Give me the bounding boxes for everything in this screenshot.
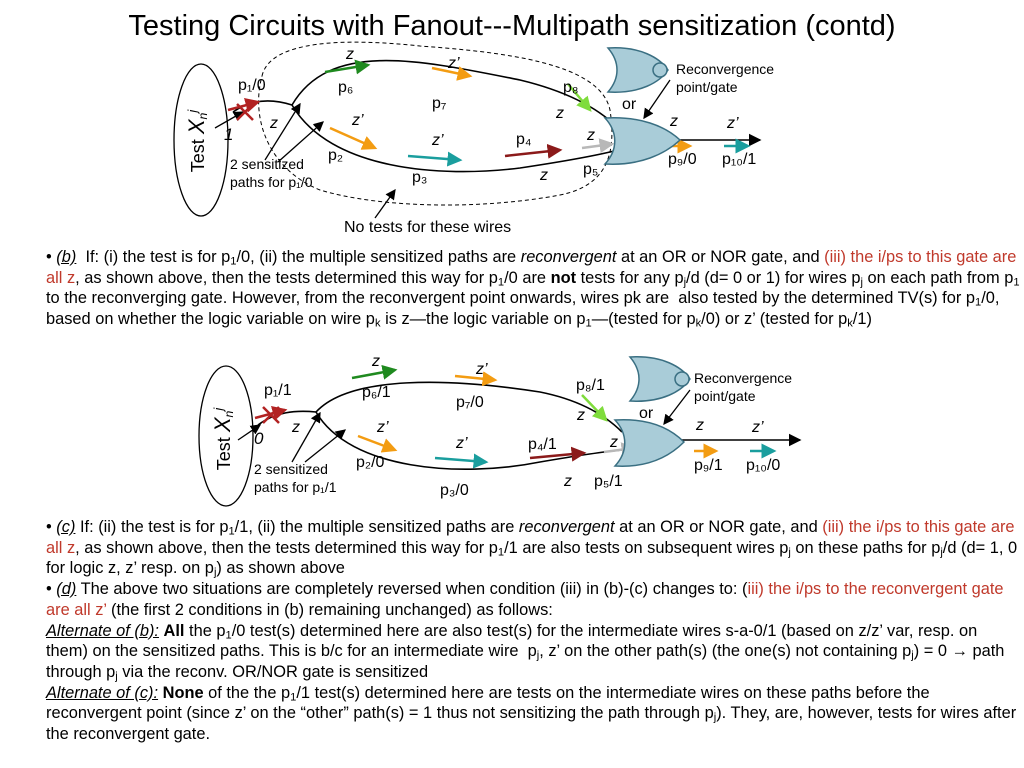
paragraph-b: • (b) If: (i) the test is for p1/0, (ii)… <box>46 248 1020 330</box>
p8-label-2: p₈/1 <box>576 377 605 394</box>
fault-label: p₁/0 <box>238 77 266 94</box>
z-label: z <box>540 167 548 184</box>
nor-gate <box>606 47 669 93</box>
zp-label: z’ <box>448 55 460 72</box>
p9-label: p₉/0 <box>668 151 697 168</box>
p3-label: p₃ <box>412 169 428 186</box>
p9-label-2: p₉/1 <box>694 457 723 474</box>
fault-label-2: p₁/1 <box>264 382 292 399</box>
zp-label: z’ <box>456 435 468 452</box>
paragraph-c-d: • (c) If: (ii) the test is for p1/1, (ii… <box>46 518 1018 744</box>
page-title: Testing Circuits with Fanout---Multipath… <box>128 10 896 42</box>
p6-label-2: p₆/1 <box>362 384 391 401</box>
z-label: z <box>270 115 278 132</box>
wire-lower-2 <box>315 411 623 471</box>
p2-label: p₂ <box>328 147 344 164</box>
p7-label: p₇ <box>432 95 447 112</box>
input-value-2: 0 <box>254 429 264 448</box>
input-value: 1 <box>224 125 234 144</box>
p4-label-2: p₄/1 <box>528 436 557 453</box>
p6-label: p₆ <box>338 79 354 96</box>
or-gate <box>603 117 682 165</box>
p5-label: p₅ <box>583 161 599 178</box>
z-label: z <box>587 127 595 144</box>
z-label: z <box>346 46 354 63</box>
nor-gate-2 <box>628 356 691 402</box>
z-label: z <box>577 407 585 424</box>
gate-label-2: or <box>639 405 654 422</box>
p3-label-2: p₃/0 <box>440 482 469 499</box>
test-ellipse-2 <box>198 365 254 507</box>
p2-label-2: p₂/0 <box>356 454 385 471</box>
p5-label-2: p₅/1 <box>594 473 623 490</box>
zp-label: z’ <box>352 112 364 129</box>
z-label: z <box>556 105 564 122</box>
z-label: z <box>292 419 300 436</box>
z-label: z <box>564 473 572 490</box>
zp-label: z’ <box>377 419 389 436</box>
z-label: z <box>372 353 380 370</box>
p4-label: p₄ <box>516 131 532 148</box>
z-label: z <box>610 434 618 451</box>
test-label-2: Test Xnj <box>210 407 236 471</box>
z-label: z <box>670 113 678 130</box>
zp-label: z’ <box>476 361 488 378</box>
test-label-1: Test Xnj <box>184 109 210 173</box>
p8-label: p₈ <box>563 79 579 96</box>
wire-lower <box>291 104 619 173</box>
zp-label: z’ <box>432 132 444 149</box>
no-tests-label: No tests for these wires <box>344 219 512 236</box>
or-gate-2 <box>613 419 686 467</box>
wire-p1 <box>232 100 293 113</box>
p7-label-2: p₇/0 <box>456 394 484 411</box>
gate-label: or <box>622 96 637 113</box>
zp-label: z’ <box>727 115 739 132</box>
test-ellipse <box>173 63 229 217</box>
p10-label-2: p₁₀/0 <box>746 457 781 474</box>
p10-label: p₁₀/1 <box>722 151 757 168</box>
z-label: z <box>696 417 704 434</box>
zp-label: z’ <box>752 419 764 436</box>
